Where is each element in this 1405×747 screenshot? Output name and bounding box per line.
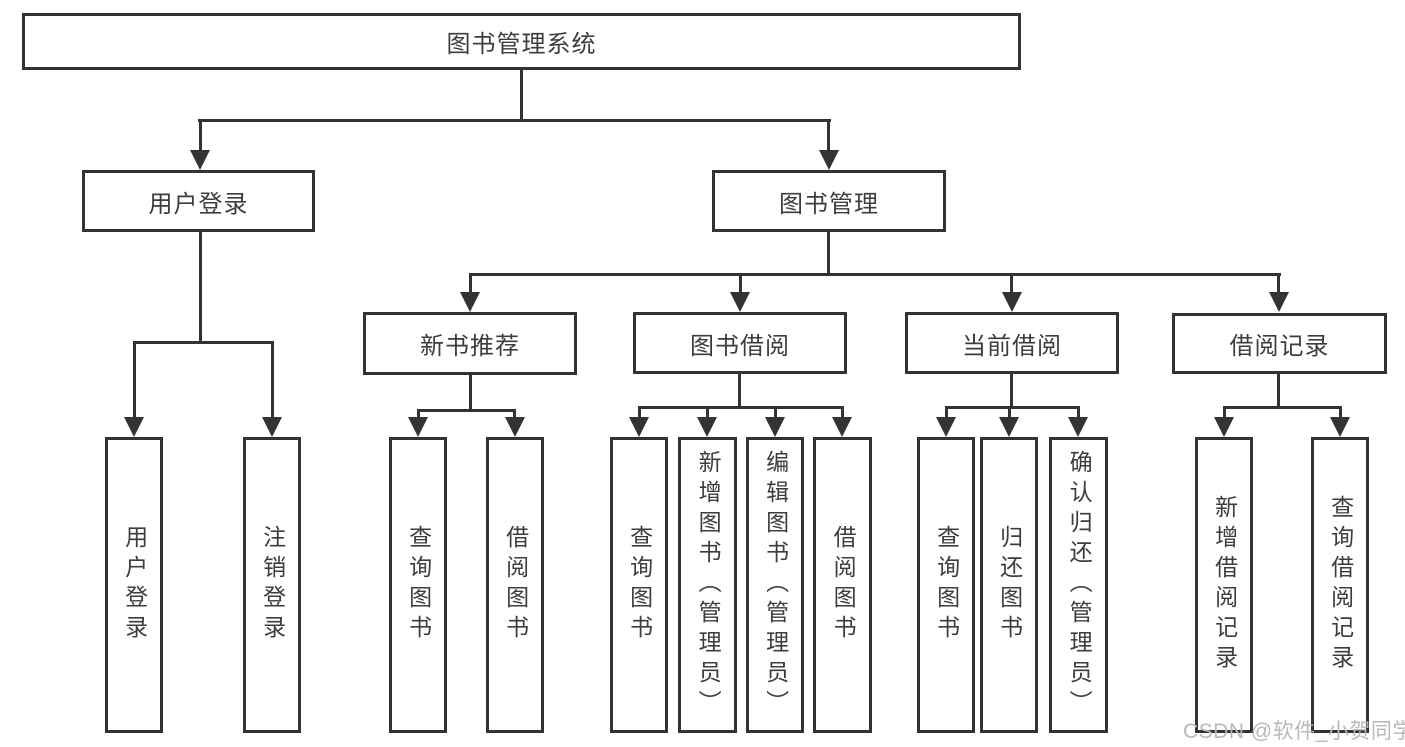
leaf-label: 归还图书 [996,525,1023,645]
node-current-borrowing: 当前借阅 [905,312,1119,374]
connector-branch-line [945,406,1079,409]
arrow-down-icon [832,417,852,437]
leaf-label: 借阅图书 [502,525,529,645]
node-label: 用户登录 [148,190,249,218]
node-library-system: 图书管理系统 [22,13,1021,70]
leaf-query-borrow-record: 查询借阅记录 [1311,437,1369,733]
node-book-borrowing: 图书借阅 [633,312,847,374]
arrow-down-icon [505,417,525,437]
arrow-down-icon [999,417,1019,437]
connector-drop [1277,273,1280,294]
connector-drop [1010,273,1013,294]
connector-stem [520,68,523,121]
leaf-label: 注销登录 [259,525,286,645]
connector-drop [739,273,742,294]
node-new-book-recommend: 新书推荐 [363,312,577,375]
arrow-down-icon [629,417,649,437]
leaf-label: 查询图书 [933,525,960,645]
leaf-user-login: 用户登录 [105,437,163,733]
connector-branch-line [469,273,1281,276]
leaf-label: 查询图书 [626,525,653,645]
arrow-down-icon [730,292,750,312]
connector-drop [469,273,472,294]
node-book-management: 图书管理 [712,170,946,232]
node-borrowing-records: 借阅记录 [1172,313,1387,374]
connector-drop [1008,406,1011,419]
arrow-down-icon [1214,417,1234,437]
connector-drop [706,406,709,419]
leaf-query-books-2: 查询图书 [610,437,668,733]
connector-drop [827,119,830,152]
connector-drop [638,406,641,419]
leaf-label: 用户登录 [121,525,148,645]
connector-drop [133,341,136,419]
arrow-down-icon [408,417,428,437]
connector-branch-line [638,406,844,409]
node-label: 图书管理 [779,190,879,218]
leaf-label: 新增借阅记录 [1211,495,1238,675]
leaf-label: 查询借阅记录 [1327,495,1354,675]
leaf-edit-book-admin: 编辑图书（管理员） [746,437,804,733]
connector-stem [827,232,830,275]
connector-drop [841,406,844,419]
node-label: 当前借阅 [962,332,1062,360]
arrow-down-icon [190,150,210,170]
connector-branch-line [417,409,516,412]
connector-drop [199,119,202,152]
connector-drop [1339,406,1342,419]
connector-branch-line [198,119,831,122]
node-label: 借阅记录 [1229,333,1330,360]
leaf-label: 查询图书 [405,525,432,645]
leaf-add-borrow-record: 新增借阅记录 [1195,437,1253,733]
connector-stem [469,375,472,411]
connector-stem [1277,374,1280,408]
connector-stem [1010,374,1013,408]
arrow-down-icon [697,417,717,437]
leaf-logout: 注销登录 [243,437,301,733]
connector-drop [774,406,777,419]
leaf-label: 借阅图书 [830,525,857,645]
connector-branch-line [1223,406,1341,409]
node-label: 新书推荐 [420,333,520,360]
arrow-down-icon [1330,417,1350,437]
arrow-down-icon [124,417,144,437]
connector-drop [1077,406,1080,419]
leaf-query-books-3: 查询图书 [917,437,975,733]
watermark: CSDN @软件_小贺同学 [1183,720,1405,743]
node-label: 图书管理系统 [446,31,597,58]
connector-drop [417,409,420,419]
connector-branch-line [133,341,274,344]
connector-stem [199,232,202,343]
leaf-borrow-books-1: 借阅图书 [486,437,544,733]
leaf-label: 确认归还（管理员） [1066,450,1093,720]
node-label: 图书借阅 [690,332,790,360]
connector-drop [945,406,948,419]
arrow-down-icon [819,150,839,170]
arrow-down-icon [1002,292,1022,312]
arrow-down-icon [1269,292,1289,312]
connector-stem [738,374,741,408]
leaf-confirm-return-admin: 确认归还（管理员） [1049,437,1108,733]
arrow-down-icon [765,417,785,437]
connector-drop [271,341,274,419]
arrow-down-icon [1068,417,1088,437]
leaf-add-book-admin: 新增图书（管理员） [678,437,737,733]
leaf-borrow-books-2: 借阅图书 [813,437,872,733]
node-user-login: 用户登录 [82,170,315,232]
leaf-label: 编辑图书（管理员） [762,450,789,720]
arrow-down-icon [460,292,480,312]
leaf-return-book: 归还图书 [980,437,1038,733]
leaf-label: 新增图书（管理员） [695,450,722,720]
connector-drop [513,409,516,419]
arrow-down-icon [936,417,956,437]
arrow-down-icon [262,417,282,437]
leaf-query-books-1: 查询图书 [389,437,447,733]
connector-drop [1223,406,1226,419]
